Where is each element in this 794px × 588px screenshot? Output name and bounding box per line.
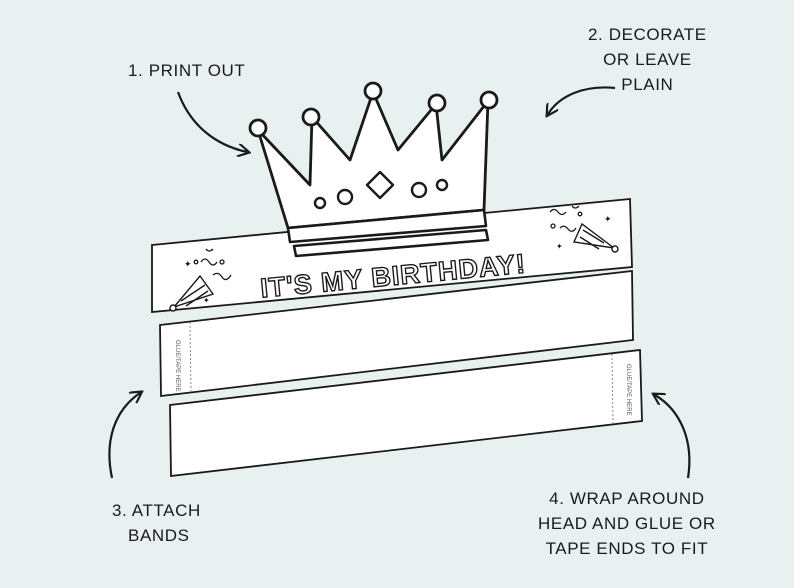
step-2-line-3: PLAIN <box>621 75 674 94</box>
confetti-icon <box>549 205 583 232</box>
star-icon: ✦ ✦ <box>184 260 210 305</box>
step-3-line-2: BANDS <box>128 526 190 545</box>
step-3-label: 3. ATTACH BANDS <box>112 498 201 548</box>
svg-text:✦: ✦ <box>184 260 192 270</box>
star-icon: ✦ ✦ <box>556 215 612 251</box>
party-hat-icon <box>169 274 215 312</box>
svg-text:✦: ✦ <box>203 296 210 305</box>
step-1-line: 1. PRINT OUT <box>128 61 246 80</box>
right-glue-tab: GLUE/TAPE HERE <box>625 364 631 416</box>
svg-text:✦: ✦ <box>556 242 563 251</box>
arrow-step-4 <box>655 395 691 479</box>
step-1-label: 1. PRINT OUT <box>128 58 245 83</box>
step-3-line-1: 3. ATTACH <box>112 501 201 520</box>
step-2-label: 2. DECORATE OR LEAVE PLAIN <box>588 22 707 97</box>
svg-text:✦: ✦ <box>604 215 612 225</box>
confetti-icon <box>193 248 232 281</box>
step-2-line-2: OR LEAVE <box>603 50 692 69</box>
step-2-line-1: 2. DECORATE <box>588 25 707 44</box>
arrow-step-1 <box>176 91 247 152</box>
arrow-step-3 <box>108 393 140 479</box>
party-hat-icon <box>572 222 619 253</box>
head-band-1: GLUE/TAPE HERE <box>159 269 634 398</box>
crown-icon <box>248 81 499 258</box>
arrow-step-2 <box>548 86 616 114</box>
left-glue-tab: GLUE/TAPE HERE <box>174 340 180 392</box>
step-4-line-1: 4. WRAP AROUND <box>549 489 705 508</box>
head-band-2: GLUE/TAPE HERE <box>169 348 643 478</box>
step-4-line-3: TAPE ENDS TO FIT <box>545 539 709 558</box>
step-4-line-2: HEAD AND GLUE OR <box>538 514 716 533</box>
step-4-label: 4. WRAP AROUND HEAD AND GLUE OR TAPE END… <box>538 486 716 561</box>
